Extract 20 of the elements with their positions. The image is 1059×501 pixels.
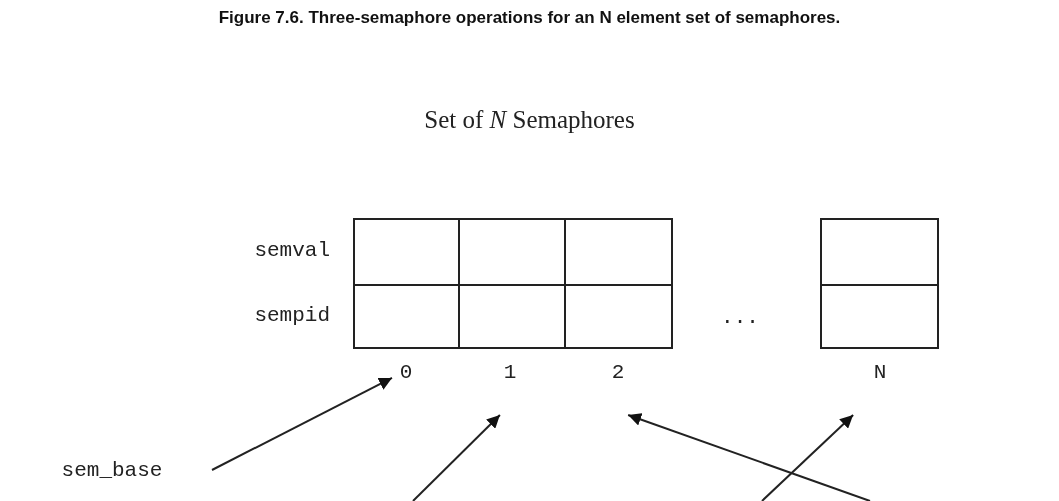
semaphore-cell bbox=[820, 284, 939, 349]
row-label: semval bbox=[253, 238, 330, 264]
index-label: 1 bbox=[503, 360, 517, 386]
index-label: N bbox=[873, 360, 887, 386]
arrow bbox=[627, 413, 871, 501]
index-label: 2 bbox=[611, 360, 625, 386]
row-label: sempid bbox=[253, 303, 330, 329]
figure-caption: Figure 7.6. Three-semaphore operations for an N element set of semaphores. bbox=[217, 8, 842, 28]
semaphore-cell bbox=[353, 218, 460, 286]
semaphore-cell bbox=[353, 284, 460, 349]
semaphore-cell bbox=[564, 218, 673, 286]
semaphore-cell bbox=[564, 284, 673, 349]
arrow bbox=[211, 376, 393, 471]
diagram-title: Set of N Semaphores bbox=[423, 106, 636, 134]
arrow bbox=[412, 414, 501, 501]
pointer-label: sem_base bbox=[61, 458, 163, 484]
arrow bbox=[761, 414, 855, 501]
semaphore-cell bbox=[820, 218, 939, 286]
index-label: 0 bbox=[399, 360, 413, 386]
ellipsis: ... bbox=[720, 305, 760, 331]
